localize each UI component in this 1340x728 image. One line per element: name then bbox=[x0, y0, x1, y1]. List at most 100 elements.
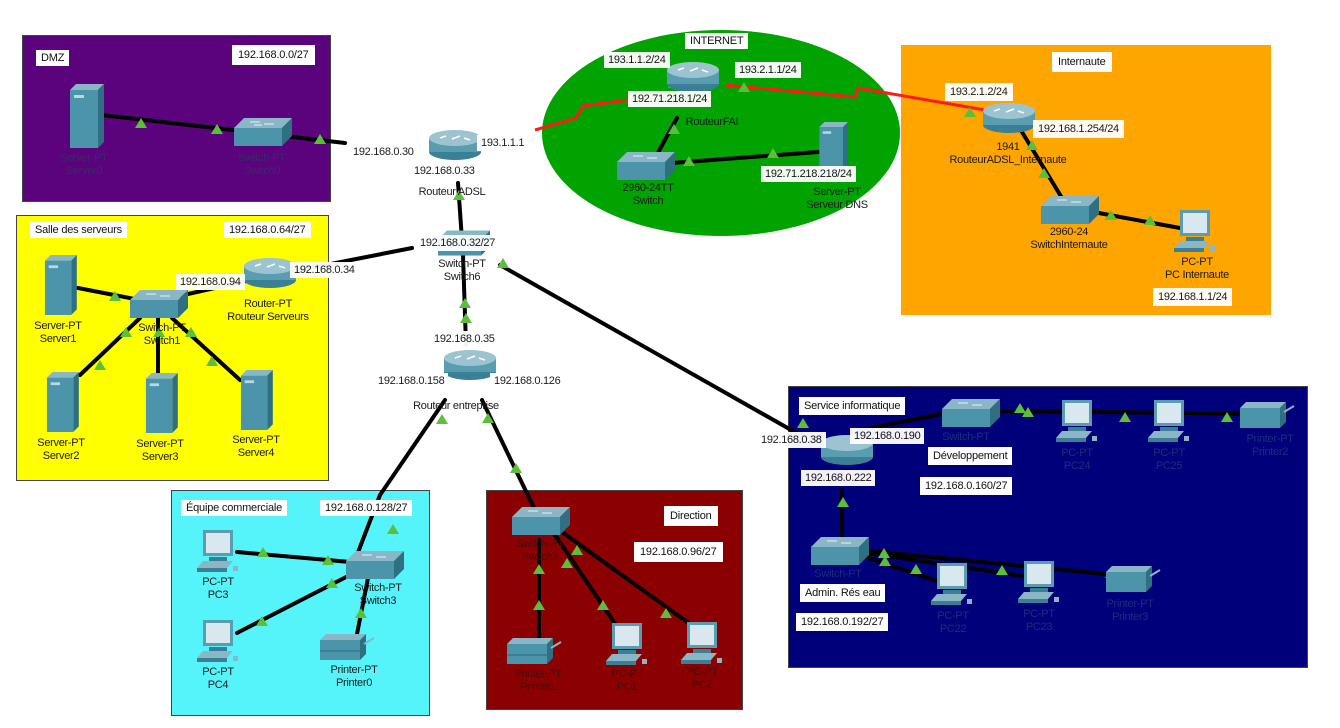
printer1-icon[interactable] bbox=[507, 638, 563, 664]
link-up-icon bbox=[668, 124, 680, 134]
zone-subnet-servers: 192.168.0.64/27 bbox=[224, 222, 311, 238]
serveur-dns-icon[interactable] bbox=[813, 122, 851, 176]
link-up-icon bbox=[355, 608, 367, 618]
link-up-icon bbox=[510, 463, 522, 473]
link-up-icon bbox=[533, 600, 545, 610]
link-up-icon bbox=[211, 124, 223, 134]
zone-subnet-dmz: 192.168.0.0/27 bbox=[232, 45, 315, 65]
link-up-icon bbox=[1105, 210, 1117, 220]
switch-internaute-icon[interactable] bbox=[1040, 196, 1100, 224]
server2-icon[interactable] bbox=[42, 372, 80, 432]
label-switch-admin: Switch-PT bbox=[814, 568, 862, 580]
link-switch3-printer0 bbox=[355, 576, 370, 636]
link-up-icon bbox=[1026, 140, 1038, 150]
server3-icon[interactable] bbox=[141, 373, 179, 433]
link-up-icon bbox=[767, 148, 779, 158]
ip-internaute-right: 192.168.1.254/24 bbox=[1033, 120, 1124, 138]
link-up-icon bbox=[135, 118, 147, 128]
ip-fai-down: 192.71.218.1/24 bbox=[628, 91, 712, 107]
link-up-icon bbox=[837, 497, 849, 507]
switch1-icon[interactable] bbox=[130, 290, 188, 318]
pc22-icon[interactable] bbox=[929, 563, 975, 607]
pc1-icon[interactable] bbox=[604, 623, 650, 667]
link-up-icon bbox=[109, 291, 121, 301]
pc25-icon[interactable] bbox=[1146, 400, 1192, 444]
pc3-icon[interactable] bbox=[195, 530, 241, 574]
link-up-icon bbox=[533, 564, 545, 574]
switch3-icon[interactable] bbox=[346, 551, 404, 579]
ip-info-down: 192.168.0.222 bbox=[801, 470, 876, 486]
switch-dev-icon[interactable] bbox=[942, 399, 1000, 427]
link-up-icon bbox=[964, 107, 976, 117]
serial-link-fai-internaute bbox=[724, 83, 986, 112]
link-up-icon bbox=[660, 608, 672, 618]
switch-fai-icon[interactable] bbox=[617, 152, 675, 180]
link-switch-admin-pc22 bbox=[858, 553, 942, 584]
server4-icon[interactable] bbox=[236, 370, 274, 430]
link-routeurfai-switch bbox=[653, 116, 679, 160]
link-up-icon bbox=[120, 327, 132, 337]
link-switch1-server4 bbox=[170, 316, 242, 382]
routeur-entreprise-icon[interactable] bbox=[443, 350, 497, 380]
pc-internaute-icon[interactable] bbox=[1172, 210, 1218, 254]
routeur-adsl-icon[interactable] bbox=[428, 130, 482, 160]
switch0-icon[interactable] bbox=[234, 118, 292, 146]
link-up-icon bbox=[322, 555, 334, 565]
printer3-icon[interactable] bbox=[1106, 566, 1162, 592]
link-up-icon bbox=[1221, 412, 1233, 422]
server0-icon[interactable] bbox=[66, 84, 104, 148]
label-routeur-entreprise: Routeur entreprise bbox=[413, 400, 499, 412]
link-up-icon bbox=[497, 258, 509, 268]
zone-title-dev: Développement bbox=[928, 447, 1013, 465]
ip-fai-left: 193.1.1.2/24 bbox=[604, 52, 670, 68]
label-routeur-adsl: Routeur ADSL bbox=[418, 186, 486, 198]
switch-admin-icon[interactable] bbox=[811, 537, 869, 565]
zone-subnet-dev: 192.168.0.160/27 bbox=[920, 477, 1013, 495]
pc23-icon[interactable] bbox=[1016, 561, 1062, 605]
link-switch2-pc2 bbox=[560, 530, 692, 626]
link-up-icon bbox=[571, 545, 583, 555]
routeur-internaute-icon[interactable] bbox=[982, 102, 1036, 134]
pc2-icon[interactable] bbox=[679, 622, 725, 666]
printer2-icon[interactable] bbox=[1240, 402, 1296, 428]
link-up-icon bbox=[153, 327, 165, 337]
switch2-icon[interactable] bbox=[512, 507, 570, 535]
zone-commercial bbox=[171, 490, 430, 716]
zone-title-commercial: Équipe commerciale bbox=[181, 500, 288, 516]
server1-icon[interactable] bbox=[40, 255, 78, 315]
pc24-icon[interactable] bbox=[1054, 400, 1100, 444]
printer0-icon[interactable] bbox=[320, 634, 376, 660]
link-routeur-entreprise-switch3 bbox=[378, 398, 447, 497]
routeur-fai-icon[interactable] bbox=[666, 62, 720, 92]
link-up-icon bbox=[314, 134, 326, 144]
zone-title-admin: Admin. Rés eau bbox=[800, 584, 886, 602]
pc4-icon[interactable] bbox=[195, 620, 241, 664]
routeur-serveurs-icon[interactable] bbox=[243, 258, 297, 288]
link-up-icon bbox=[326, 578, 338, 588]
ip-routeur-serveurs-right: 192.168.0.34 bbox=[290, 262, 359, 278]
link-up-icon bbox=[94, 360, 106, 370]
zone-title-servers: Salle des serveurs bbox=[30, 222, 127, 238]
link-up-icon bbox=[910, 564, 922, 574]
ip-entreprise-left: 192.168.0.158 bbox=[374, 373, 449, 389]
zone-title-internaute: Internaute bbox=[1052, 52, 1112, 72]
link-switch-dev-pc24 bbox=[993, 409, 1287, 416]
link-up-icon bbox=[738, 82, 750, 92]
